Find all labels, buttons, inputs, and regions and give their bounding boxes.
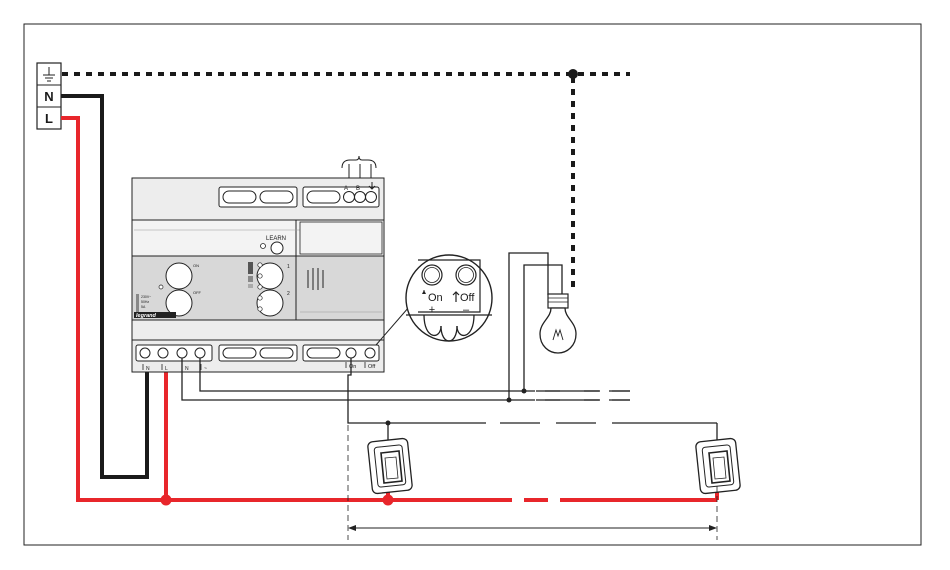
push-button-icon [367,438,412,494]
switch-wires [348,358,717,440]
level-bar-icon [248,262,253,274]
terminal-neutral-label: N [44,89,53,104]
channel2-button [257,290,283,316]
brand-logo: legrand [136,313,157,319]
zoom-minus-label: – [463,304,470,316]
bus-label-b: B [356,186,360,192]
bottom-term-label-4: ~ [204,366,207,372]
bottom-term-label-1: N [146,366,150,372]
bottom-term-label-2: L [165,366,168,372]
lamp-bulb-icon [540,294,576,353]
learn-button [271,242,283,254]
terminal-live-label: L [45,111,53,126]
bus-label-a: A [344,186,348,192]
terminal-block: N L [37,63,61,129]
learn-label: LEARN [266,236,286,242]
push-button-icon [695,438,740,494]
off-tiny-label: OFF [193,290,202,295]
bottom-term-label-3: N [185,366,189,372]
spec-line-2: 50Hz [141,300,149,304]
channel2-label: 2 [287,291,290,297]
on-tiny-label: ON [193,263,199,268]
on-button [166,263,192,289]
channel1-label: 1 [287,264,290,270]
learn-led [261,244,266,249]
spec-line-1: 230V~ [141,295,151,299]
spec-line-3: 5A [141,305,146,309]
terminal-on-label: On [349,364,356,370]
zoom-callout: On Off + – [376,255,492,345]
zoom-off-label: Off [460,292,475,304]
terminal-off-label: Off [368,364,376,370]
zoom-plus-label: + [429,304,435,316]
din-module: A B LEARN ON OFF 1 2 230V~ [132,156,384,372]
zoom-on-label: On [428,292,443,304]
